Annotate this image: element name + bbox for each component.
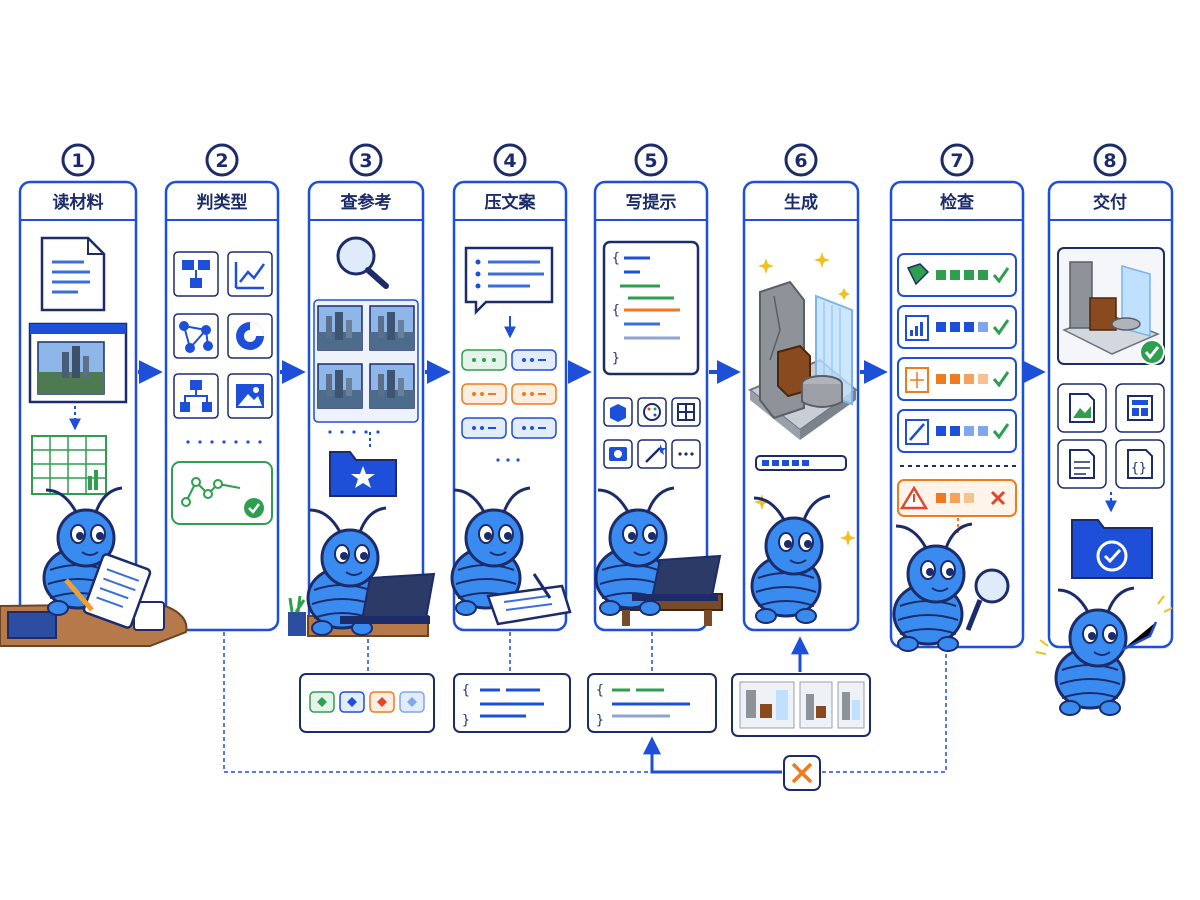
- stage-number-badge: [940, 143, 974, 177]
- stage-number: 5: [644, 150, 657, 172]
- stage-title: 压文案: [485, 192, 537, 213]
- grid-icon: [677, 403, 695, 421]
- code-card-icon: { } {: [602, 240, 700, 376]
- progress-bar: [755, 455, 847, 471]
- stage-8-content: {}: [1035, 247, 1173, 717]
- network-tile: [173, 313, 219, 359]
- laptop-icon: [340, 572, 436, 624]
- stage-number-badge: [349, 143, 383, 177]
- spreadsheet-icon: [31, 435, 107, 495]
- star-folder-icon: [329, 451, 397, 497]
- speech-bubble-icon: [464, 246, 554, 316]
- laptop-icon: [632, 554, 722, 601]
- line-chart-icon: [234, 262, 266, 290]
- svg-text:{: {: [612, 251, 620, 266]
- resize-check-row: [905, 419, 1010, 445]
- svg-text:}: }: [596, 713, 604, 728]
- document-icon: [40, 236, 106, 312]
- stage-title: 交付: [1093, 192, 1127, 213]
- layout-file-icon: [1127, 395, 1153, 421]
- chart-check-row: [905, 315, 1010, 341]
- feedback-loop: { } { }: [223, 632, 947, 791]
- svg-text:{: {: [612, 303, 620, 318]
- stage-number: 4: [503, 150, 516, 172]
- stage-number-badge: [634, 143, 668, 177]
- stage-title: 写提示: [626, 193, 677, 213]
- svg-text:}: }: [612, 351, 620, 366]
- wand-icon: [645, 444, 666, 463]
- stage-number-badge: [1093, 143, 1127, 177]
- svg-text:{: {: [596, 683, 604, 698]
- layout-check-row: [905, 367, 1010, 393]
- warning-row: [897, 479, 1017, 517]
- check-folder-icon: [1071, 519, 1153, 579]
- stage-number: 3: [359, 150, 372, 172]
- stage-3-content: [288, 236, 436, 637]
- stage-title: 检查: [940, 192, 975, 213]
- stage-7-content: [892, 253, 1017, 653]
- image-icon: [236, 384, 264, 408]
- tag-check-row: [906, 263, 1010, 286]
- stage-number: 1: [71, 150, 84, 172]
- hierarchy-icon: [180, 380, 212, 412]
- render-thumbs-card: [731, 673, 871, 737]
- stage-6-content: [748, 252, 858, 625]
- network-icon: [179, 321, 213, 353]
- cube-icon: [610, 404, 626, 422]
- stage-number: 2: [215, 150, 228, 172]
- image-file-icon: [1069, 393, 1095, 423]
- stage-number-badge: [784, 143, 818, 177]
- code-snippet-card: { }: [587, 673, 717, 733]
- stage-number: 7: [950, 150, 963, 172]
- palette-icon: [643, 403, 661, 421]
- desk: [0, 601, 188, 647]
- generated-render: [748, 280, 858, 440]
- svg-text:}: }: [462, 713, 470, 728]
- diagram-check-icon: [171, 461, 273, 525]
- reference-photo-grid: [313, 299, 419, 423]
- stage-number: 6: [794, 150, 807, 172]
- notebook-icon: [486, 573, 572, 626]
- stage-number-badge: [493, 143, 527, 177]
- stage-title: 生成: [784, 192, 818, 213]
- code-file-icon: {}: [1127, 449, 1153, 479]
- stage-title: 读材料: [53, 192, 104, 213]
- render-check: [1057, 247, 1165, 365]
- magnifier-icon: [336, 236, 389, 289]
- code-snippet-card: { }: [453, 673, 571, 733]
- svg-text:{: {: [462, 683, 470, 698]
- stage-number-badge: [205, 143, 239, 177]
- clipboard-icon: [64, 553, 152, 629]
- stage-2-content: [171, 251, 273, 525]
- svg-text:{}: {}: [1131, 461, 1147, 476]
- browser-image-icon: [28, 322, 128, 404]
- stage-1-content: [0, 236, 188, 647]
- tag-chips: [461, 349, 557, 439]
- stage-title: 判类型: [197, 192, 248, 213]
- tag-chips-card: [299, 673, 435, 733]
- stage-5-content: { } {: [594, 240, 723, 626]
- sparkle-icons: [758, 252, 850, 300]
- pie-chart-icon: [236, 322, 264, 350]
- stage-title: 查参考: [340, 192, 392, 213]
- text-file-icon: [1069, 449, 1095, 479]
- flowchart-icon: [182, 260, 210, 288]
- stage-number-badge: [61, 143, 95, 177]
- camera-icon: [609, 447, 627, 461]
- reject-x-icon: [783, 755, 821, 791]
- magnifier-icon: [965, 568, 1010, 631]
- stage-4-content: [450, 246, 572, 626]
- stage-number: 8: [1103, 150, 1116, 172]
- waving-arm: [1121, 621, 1158, 652]
